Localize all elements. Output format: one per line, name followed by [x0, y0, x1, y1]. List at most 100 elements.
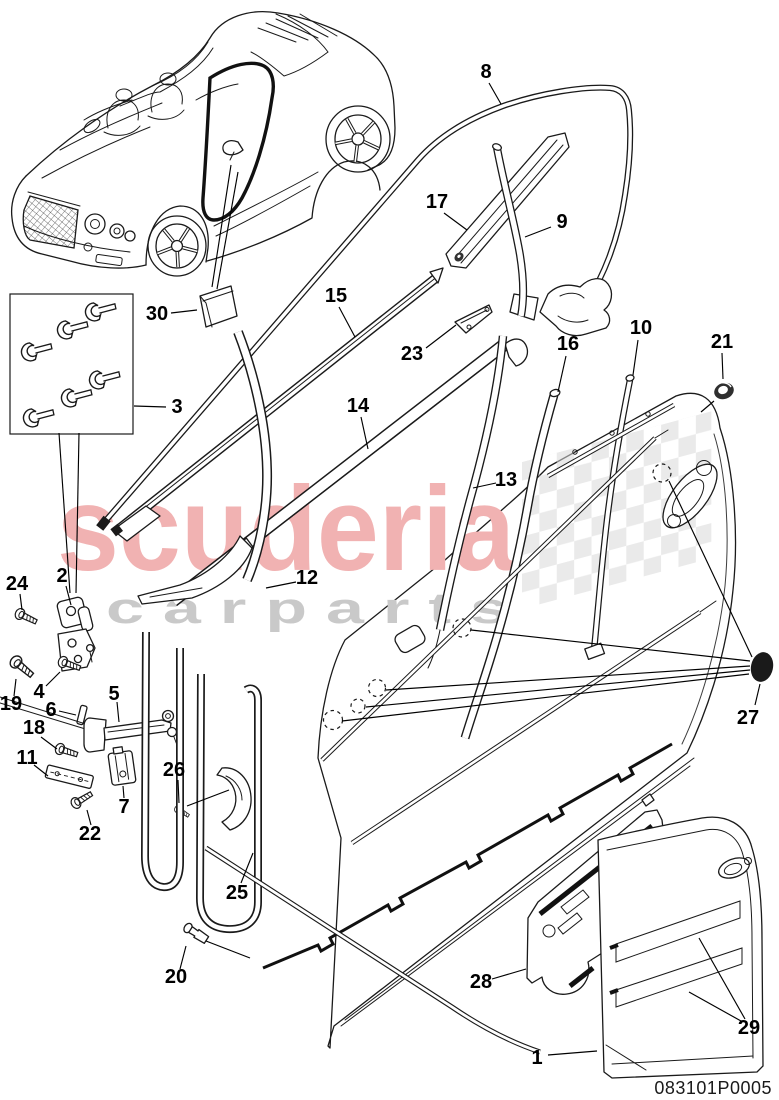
door-aperture-seals	[140, 631, 541, 1055]
leader-line	[58, 432, 71, 594]
leader-line-26	[186, 789, 230, 807]
callout-label-17: 17	[426, 191, 448, 213]
callout-label-30: 30	[146, 303, 168, 325]
leader-line-17	[443, 212, 468, 231]
leader-line-6	[58, 710, 77, 716]
leader-line-12	[265, 581, 297, 589]
callout-label-18: 18	[23, 717, 45, 739]
leader-line-21	[700, 400, 715, 413]
callout-label-13: 13	[495, 469, 517, 491]
leader-line	[668, 480, 753, 658]
plate-11	[44, 764, 94, 789]
leader-line-18	[40, 736, 58, 750]
callout-label-5: 5	[108, 683, 119, 705]
leader-line-4	[45, 671, 61, 687]
leader-line-2	[65, 585, 72, 606]
leader-line-16	[557, 355, 567, 393]
seal-end-wedge	[216, 767, 252, 831]
leader-line	[216, 171, 239, 290]
highlighted-door-seal	[201, 61, 275, 222]
leader-line-20	[179, 945, 187, 970]
rear-guide-strip	[584, 374, 635, 661]
leader-line-14	[360, 416, 369, 450]
leader-line	[341, 673, 750, 722]
trim-strip-lower	[615, 947, 743, 1008]
dowel-6	[76, 704, 88, 726]
door-handle-recess	[662, 460, 718, 529]
leader-line	[75, 432, 80, 594]
door-trim-panel	[597, 816, 764, 1079]
leader-line-29	[698, 937, 746, 1020]
leader-line-29	[688, 991, 742, 1022]
callout-label-19: 19	[0, 693, 22, 715]
screw-24	[12, 606, 40, 628]
leader-line-1	[547, 1050, 598, 1056]
a-pillar-seal	[137, 330, 273, 605]
callout-label-2: 2	[56, 565, 67, 587]
leader-line-30	[170, 309, 198, 314]
pin-20	[183, 922, 210, 944]
door-hinge	[56, 596, 96, 672]
callout-label-16: 16	[557, 333, 579, 355]
leader-line-20	[205, 940, 251, 959]
callout-label-26: 26	[163, 759, 185, 781]
leader-line-3	[133, 405, 167, 408]
corner-piece	[454, 304, 493, 334]
callout-label-6: 6	[45, 699, 56, 721]
callout-label-4: 4	[33, 681, 45, 703]
callout-label-24: 24	[6, 573, 29, 595]
sill-moulding	[262, 742, 673, 970]
part-number: 083101P0005	[654, 1078, 772, 1098]
leader-line-7	[122, 785, 125, 799]
callout-label-23: 23	[401, 343, 423, 365]
leader-line	[211, 164, 232, 288]
leader-line	[470, 629, 751, 662]
waist-rail-outer	[110, 267, 444, 542]
callout-label-28: 28	[470, 971, 492, 993]
leader-line-9	[524, 226, 552, 238]
trim-strip-upper	[615, 900, 741, 963]
leader-line-11	[33, 764, 49, 777]
window-frame-seal	[96, 84, 634, 531]
rear-wheel	[325, 105, 391, 173]
leader-line-24	[19, 593, 23, 611]
leader-line-25	[240, 852, 254, 884]
leader-line	[365, 669, 751, 708]
callout-label-11: 11	[16, 747, 37, 769]
blanking-plug	[750, 652, 774, 682]
callout-label-27: 27	[737, 707, 759, 729]
leader-line-10	[632, 339, 639, 376]
leader-line-19	[13, 678, 17, 697]
callout-label-7: 7	[118, 796, 129, 818]
callout-label-21: 21	[711, 331, 733, 353]
callout-label-15: 15	[325, 285, 347, 307]
leader-line-28	[491, 968, 527, 980]
leader-line-23	[425, 324, 457, 349]
callout-label-12: 12	[296, 567, 318, 589]
callout-label-22: 22	[79, 823, 101, 845]
leader-line-26	[177, 779, 180, 804]
leader-line-15	[338, 306, 356, 338]
vehicle-thumbnail	[10, 11, 396, 277]
leader-line-22	[86, 809, 92, 826]
callout-label-25: 25	[226, 882, 248, 904]
striker-block-7	[107, 746, 137, 786]
door-check-strap	[0, 696, 178, 753]
leader-line-5	[116, 701, 120, 723]
callout-label-20: 20	[165, 966, 187, 988]
screw-19	[7, 652, 37, 681]
callout-label-29: 29	[738, 1017, 760, 1039]
speaker-pad	[199, 285, 238, 328]
clip-box	[9, 293, 134, 435]
callout-label-9: 9	[556, 211, 567, 233]
callout-label-1: 1	[531, 1047, 542, 1069]
leader-line-8	[488, 82, 502, 105]
callout-label-8: 8	[480, 61, 491, 83]
grommet	[714, 382, 734, 400]
callout-label-3: 3	[171, 396, 182, 418]
screw-18	[53, 741, 80, 761]
leader-line-21	[721, 352, 724, 380]
